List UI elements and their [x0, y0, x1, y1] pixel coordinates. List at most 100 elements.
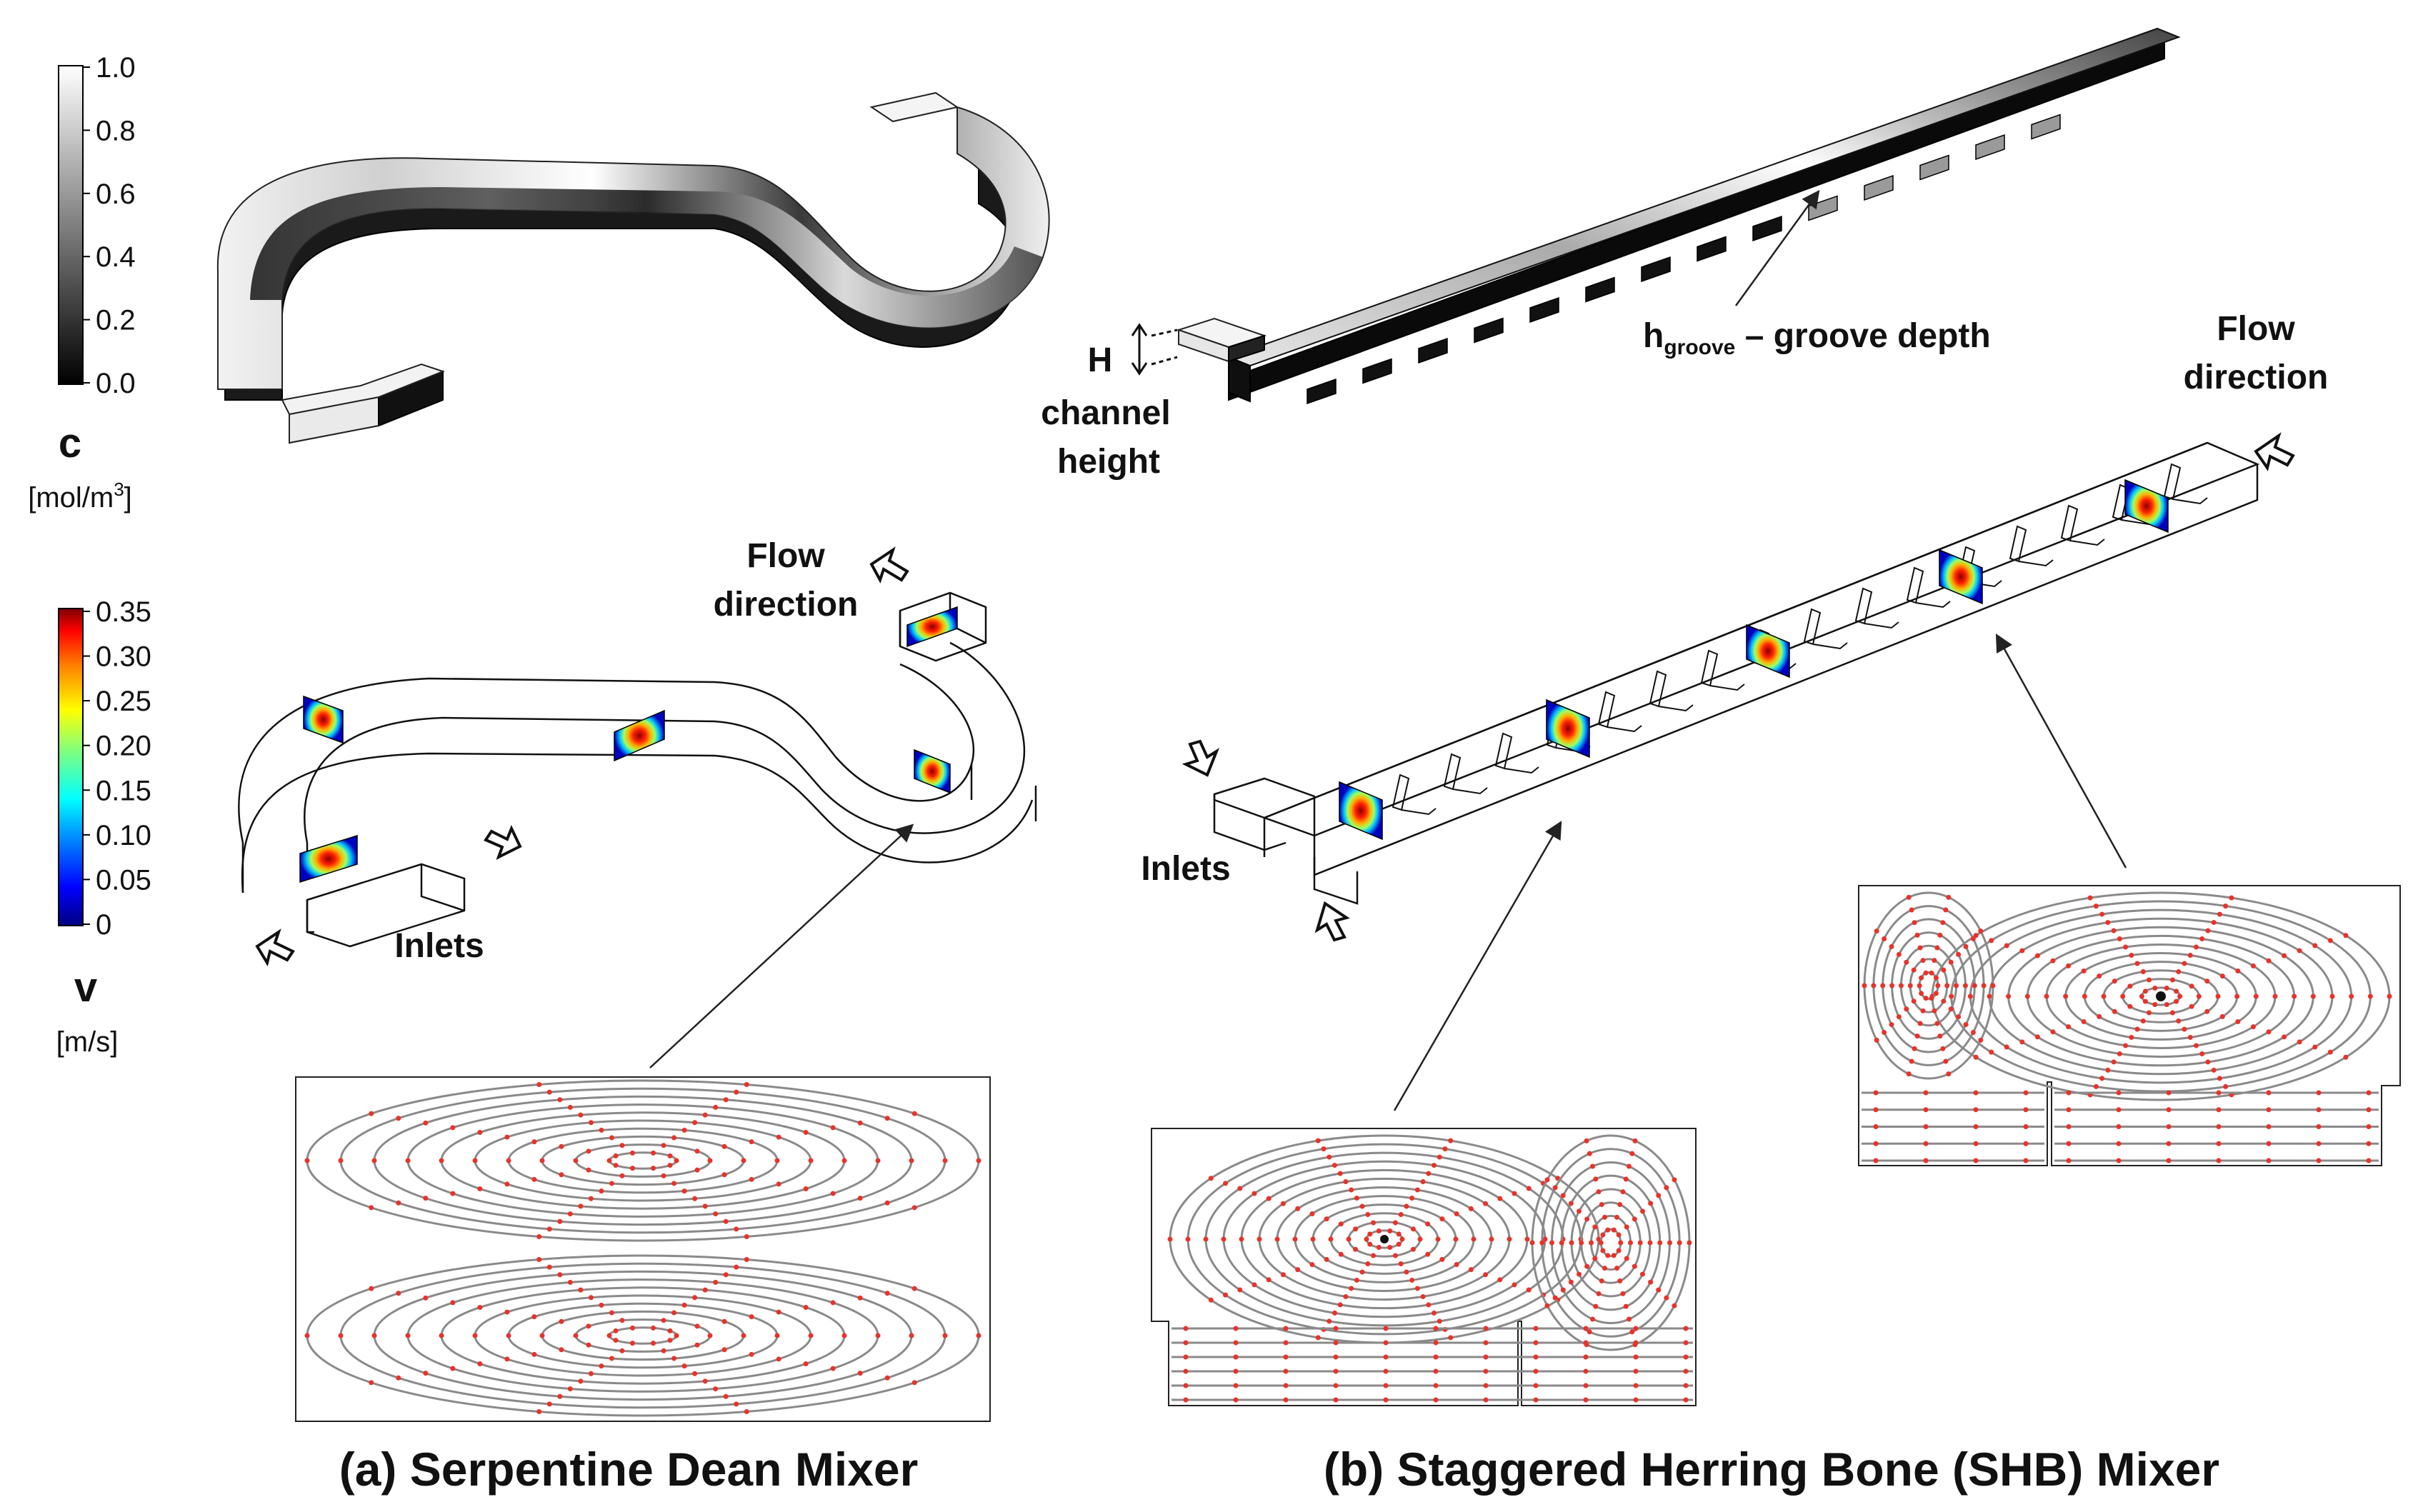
flow-arrow-mark: [2176, 1018, 2182, 1023]
flow-arrow-mark: [1337, 1171, 1343, 1176]
shb-baffles: [1392, 463, 2208, 816]
flow-arrow-mark: [1963, 943, 1969, 949]
flow-arrow-mark: [2199, 936, 2205, 942]
flow-arrow-mark: [1672, 1303, 1677, 1308]
flow-arrow-mark: [2140, 1018, 2146, 1023]
flow-arrow-mark: [1934, 945, 1940, 951]
flow-arrow-mark: [586, 1167, 591, 1173]
flow-arrow-mark: [1648, 1201, 1654, 1206]
flow-arrow-mark: [1629, 1151, 1635, 1156]
flow-arrow-mark: [2205, 928, 2211, 933]
flow-arrow-mark: [2127, 983, 2133, 989]
flow-arrow-mark: [2189, 1003, 2194, 1009]
flow-arrow-mark: [1917, 983, 1922, 988]
flow-arrow-mark: [2229, 895, 2234, 901]
flow-arrow-mark: [2182, 961, 2187, 966]
flow-arrow-mark: [911, 1205, 917, 1211]
flow-arrow-mark: [2297, 948, 2302, 953]
flow-arrow-mark: [1533, 1326, 1539, 1331]
flow-arrow-mark: [1324, 1216, 1329, 1222]
flow-arrow-mark: [2050, 958, 2056, 963]
flow-arrow-mark: [2235, 1019, 2241, 1025]
flow-arrow-mark: [721, 1318, 727, 1324]
flow-arrow-mark: [609, 1181, 614, 1186]
flow-arrow-mark: [1889, 1022, 1894, 1028]
flow-arrow-mark: [1359, 1269, 1365, 1275]
flow-arrow-mark: [841, 1158, 847, 1163]
flow-arrow-mark: [1605, 1227, 1611, 1233]
flow-arrow-mark: [2134, 1026, 2140, 1032]
flow-arrow-mark: [2140, 969, 2146, 975]
flow-arrow-mark: [2266, 1090, 2272, 1096]
colorbar-tick-label: 0.25: [96, 686, 151, 717]
flow-arrow-mark: [1560, 1193, 1566, 1198]
flow-arrow-mark: [1332, 1310, 1337, 1316]
flow-arrow-mark: [1328, 1236, 1334, 1242]
flow-arrow-mark: [2164, 986, 2169, 991]
flow-arrow-mark: [1425, 1221, 1431, 1227]
flow-arrow-mark: [536, 1081, 542, 1087]
flow-arrow-mark: [2093, 903, 2099, 909]
flow-arrow-mark: [692, 1196, 698, 1201]
flow-arrow-mark: [559, 1172, 564, 1178]
streamline-plot-shb-1: [1151, 1128, 1697, 1406]
flow-arrow-mark: [504, 1309, 510, 1315]
groove-block: [2031, 114, 2061, 140]
flow-arrow-mark: [619, 1318, 625, 1323]
flow-arrow-mark: [1906, 894, 1912, 900]
flow-arrow-mark: [2066, 1024, 2072, 1030]
serpentine-concentration-render: [216, 91, 1050, 444]
flow-arrow-mark: [1365, 1212, 1371, 1218]
flow-arrow-mark: [1354, 1277, 1359, 1283]
flow-arrow-mark: [2250, 963, 2256, 968]
flow-arrow-mark: [369, 1205, 374, 1211]
flow-arrow-mark: [830, 1300, 836, 1306]
flow-arrow-mark: [841, 1333, 847, 1338]
flow-arrow-mark: [606, 1333, 612, 1338]
flow-arrow-mark: [1183, 1326, 1189, 1331]
flow-arrow-mark: [2204, 1008, 2210, 1014]
velocity-colorbar-ticks: 0.350.300.250.200.150.100.050: [83, 596, 151, 941]
flow-arrow-mark: [1989, 938, 1994, 943]
flow-arrow-mark: [1656, 1287, 1662, 1293]
flow-arrow-mark: [2327, 1049, 2333, 1055]
flow-arrow-mark: [371, 1158, 377, 1163]
flow-arrow-mark: [2111, 1059, 2117, 1065]
flow-arrow-mark: [1183, 1368, 1189, 1374]
flow-arrow-mark: [450, 1191, 456, 1196]
baffle: [1443, 753, 1462, 791]
flow-arrow-mark: [2193, 944, 2199, 950]
flow-arrow-mark: [1946, 1071, 1952, 1077]
flow-arrow-mark: [1376, 1228, 1382, 1234]
flow-arrow-mark: [1283, 1326, 1289, 1331]
flow-arrow-mark: [1949, 993, 1954, 999]
flow-arrow-mark: [423, 1120, 429, 1126]
flow-arrow-mark: [2152, 986, 2158, 991]
flow-arrow-mark: [567, 1104, 573, 1110]
flow-arrow-mark: [2116, 1090, 2122, 1096]
flow-arrow-mark: [1620, 1291, 1626, 1296]
flow-arrow-mark: [2117, 1051, 2122, 1056]
flow-arrow-mark: [1944, 983, 1950, 988]
flow-arrow-mark: [1233, 1326, 1239, 1331]
flow-arrow-mark: [1283, 1397, 1289, 1403]
flow-arrow-mark: [692, 1371, 698, 1376]
flow-arrow-mark: [1396, 1241, 1402, 1247]
flow-arrow-mark: [1414, 1187, 1420, 1193]
flow-arrow-mark: [1935, 983, 1941, 988]
flow-arrow-mark: [875, 1158, 881, 1163]
groove-block: [1474, 317, 1504, 344]
flow-arrow-mark: [2050, 1029, 2056, 1035]
flow-arrow-mark: [1920, 1008, 1926, 1013]
flow-arrow-mark: [2193, 1043, 2199, 1048]
velocity-cross-sections-b: [1339, 479, 2169, 841]
flow-arrow-mark: [2023, 1124, 2029, 1129]
flow-arrow-mark: [1333, 1397, 1339, 1403]
channel-height-marker: [1131, 323, 1178, 376]
flow-arrow-mark: [1584, 1138, 1589, 1143]
flow-arrow-mark: [1593, 1176, 1599, 1182]
flow-arrow-mark: [2217, 911, 2222, 917]
flow-arrow-mark: [674, 1333, 679, 1338]
flow-arrow-mark: [2105, 1067, 2111, 1073]
flow-arrow-mark: [2116, 1124, 2122, 1129]
